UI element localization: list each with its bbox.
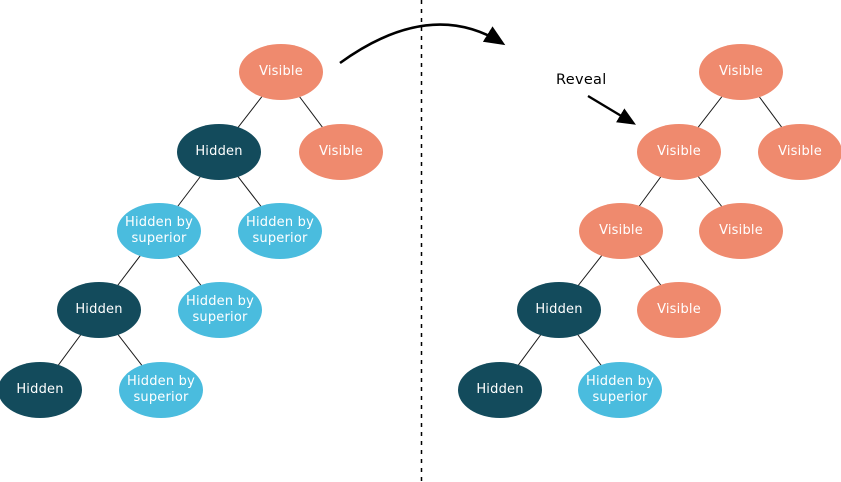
node-label: Visible — [719, 64, 763, 80]
node-label: Visible — [599, 223, 643, 239]
left-tree-node-hidden: Hidden — [0, 362, 82, 418]
right-tree-root-visible: Visible — [699, 44, 783, 100]
right-tree-node-visible: Visible — [699, 203, 783, 259]
node-label: Hidden by superior — [126, 374, 195, 405]
node-label: Hidden — [476, 382, 524, 398]
right-tree-node-hidden-by-superior: Hidden by superior — [578, 362, 662, 418]
node-label: Hidden by superior — [245, 215, 314, 246]
node-label: Visible — [657, 302, 701, 318]
reveal-label: Reveal — [556, 72, 607, 88]
node-label: Visible — [259, 64, 303, 80]
right-tree-node-revealed-visible: Visible — [637, 124, 721, 180]
left-tree-node-visible: Visible — [299, 124, 383, 180]
node-label: Hidden by superior — [185, 294, 254, 325]
left-tree-node-hidden-by-superior: Hidden by superior — [117, 203, 201, 259]
node-label: Hidden — [16, 382, 64, 398]
node-label: Hidden — [75, 302, 123, 318]
reveal-arrow — [587, 95, 636, 125]
node-label: Visible — [319, 144, 363, 160]
left-tree-node-hidden: Hidden — [57, 282, 141, 338]
node-label: Visible — [778, 144, 822, 160]
left-tree-node-hidden-by-superior: Hidden by superior — [238, 203, 322, 259]
left-tree-root-visible: Visible — [239, 44, 323, 100]
node-label: Hidden — [535, 302, 583, 318]
node-label: Hidden by superior — [124, 215, 193, 246]
transition-arrow — [339, 23, 506, 65]
node-label: Visible — [657, 144, 701, 160]
left-tree-node-hidden: Hidden — [177, 124, 261, 180]
node-label: Hidden by superior — [585, 374, 654, 405]
node-label: Visible — [719, 223, 763, 239]
right-tree-node-visible: Visible — [758, 124, 841, 180]
right-tree-node-visible: Visible — [637, 282, 721, 338]
right-tree-node-hidden: Hidden — [517, 282, 601, 338]
node-label: Hidden — [195, 144, 243, 160]
left-tree-node-hidden-by-superior: Hidden by superior — [119, 362, 203, 418]
right-tree-node-visible: Visible — [579, 203, 663, 259]
left-tree-node-hidden-by-superior: Hidden by superior — [178, 282, 262, 338]
right-tree-node-hidden: Hidden — [458, 362, 542, 418]
